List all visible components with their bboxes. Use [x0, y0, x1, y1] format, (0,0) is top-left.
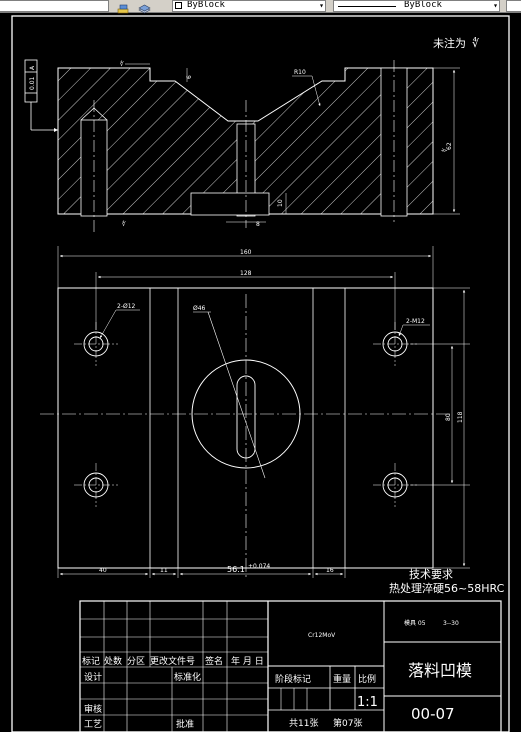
dim-16: 16 — [326, 567, 334, 574]
total-sheets: 共11张 — [289, 718, 318, 729]
linetype-preview — [338, 6, 396, 7]
flatness-datum: A — [29, 65, 36, 70]
roughness-symbol-icon: ∜ — [472, 37, 480, 50]
cad-drawing-canvas[interactable]: 未注为 ∜ 0.01 A 6 ∜ R10 62 ∜ 10 8 — [0, 12, 521, 732]
dim-inner-height: 80 — [445, 413, 452, 421]
toolbar-dropdown-right-edge[interactable] — [506, 0, 521, 12]
dim-center-tolerance: +0.074 — [248, 563, 270, 570]
plan-view: 160 128 2-Ø12 2-M12 Ø46 80 118 — [40, 246, 470, 578]
cad-toolbar: ByBlock ▾ ByBlock ▾ — [0, 0, 521, 14]
roughness-note: 未注为 — [433, 36, 466, 50]
title-block — [79, 600, 502, 732]
header-label-signature: 签名 — [205, 655, 223, 667]
dim-hole-spacing: 128 — [240, 270, 252, 277]
header-label-zone: 分区 — [127, 656, 145, 667]
drawing-ref: 模具 05 — [404, 619, 426, 627]
scale-label: 比例 — [358, 673, 376, 685]
flatness-tolerance-frame: 0.01 A — [24, 59, 58, 132]
linetype-select[interactable]: ByBlock ▾ — [333, 0, 500, 12]
layer-stack-icon[interactable] — [138, 0, 151, 14]
roughness-bottom-left-icon: ∜ — [122, 220, 126, 228]
dim-overall-width: 160 — [240, 249, 252, 256]
title-block-text: 标记 处数 分区 更改文件号 签名 年 月 日 设计 标准化 审核 工艺 批准 … — [82, 619, 472, 730]
header-label-mark: 标记 — [82, 655, 100, 667]
stage-mark-label: 阶段标记 — [275, 673, 311, 685]
review-label: 审核 — [84, 703, 102, 715]
tech-requirements-title: 技术要求 — [409, 568, 453, 581]
weight-label: 重量 — [333, 673, 351, 685]
hole-right-label: 2-M12 — [406, 318, 425, 325]
dim-radius: R10 — [294, 69, 306, 76]
process-label: 工艺 — [84, 719, 102, 730]
drawing-ref-suffix: 3--30 — [443, 620, 459, 627]
chevron-down-icon: ▾ — [493, 1, 498, 10]
header-label-change-doc: 更改文件号 — [150, 655, 195, 667]
dim-40: 40 — [99, 567, 107, 574]
layer-states-icon[interactable] — [117, 0, 130, 14]
linetype-select-value: ByBlock — [404, 0, 442, 10]
dim-height: 62 — [446, 142, 453, 150]
drawing-number: 00-07 — [411, 705, 455, 723]
design-label: 设计 — [84, 671, 102, 683]
section-view: 6 ∜ R10 62 ∜ 10 8 ∜ — [57, 60, 460, 232]
scale-value: 1:1 — [357, 695, 378, 710]
dim-depth: 6 — [186, 75, 193, 79]
circle-label: Ø46 — [193, 305, 206, 312]
part-name: 落料凹模 — [408, 661, 472, 680]
header-label-count: 处数 — [104, 655, 122, 667]
layer-color-swatch — [175, 2, 182, 9]
layer-select[interactable]: ByBlock ▾ — [172, 0, 326, 12]
chevron-down-icon: ▾ — [319, 1, 324, 10]
material: Cr12MoV — [308, 632, 336, 639]
layer-select-value: ByBlock — [187, 0, 225, 10]
toolbar-dropdown-left-tail[interactable] — [0, 0, 109, 12]
dim-slot-width: 8 — [256, 221, 260, 228]
dim-overall-height: 118 — [457, 411, 464, 423]
approval-label: 批准 — [176, 718, 194, 730]
roughness-top-icon: ∜ — [120, 60, 124, 68]
flatness-value: 0.01 — [29, 76, 36, 90]
dim-center: 56.1 — [227, 565, 245, 574]
roughness-right-icon: ∜ — [441, 148, 449, 152]
dim-11: 11 — [160, 567, 168, 574]
header-label-date: 年 月 日 — [231, 655, 264, 667]
tech-requirements-text: 热处理淬硬56~58HRC — [389, 581, 505, 595]
drawing-border — [11, 15, 510, 732]
dim-slot-height: 10 — [277, 199, 284, 207]
sheet-number: 第07张 — [333, 717, 362, 729]
standardization-label: 标准化 — [174, 671, 201, 683]
hole-left-label: 2-Ø12 — [117, 303, 136, 310]
